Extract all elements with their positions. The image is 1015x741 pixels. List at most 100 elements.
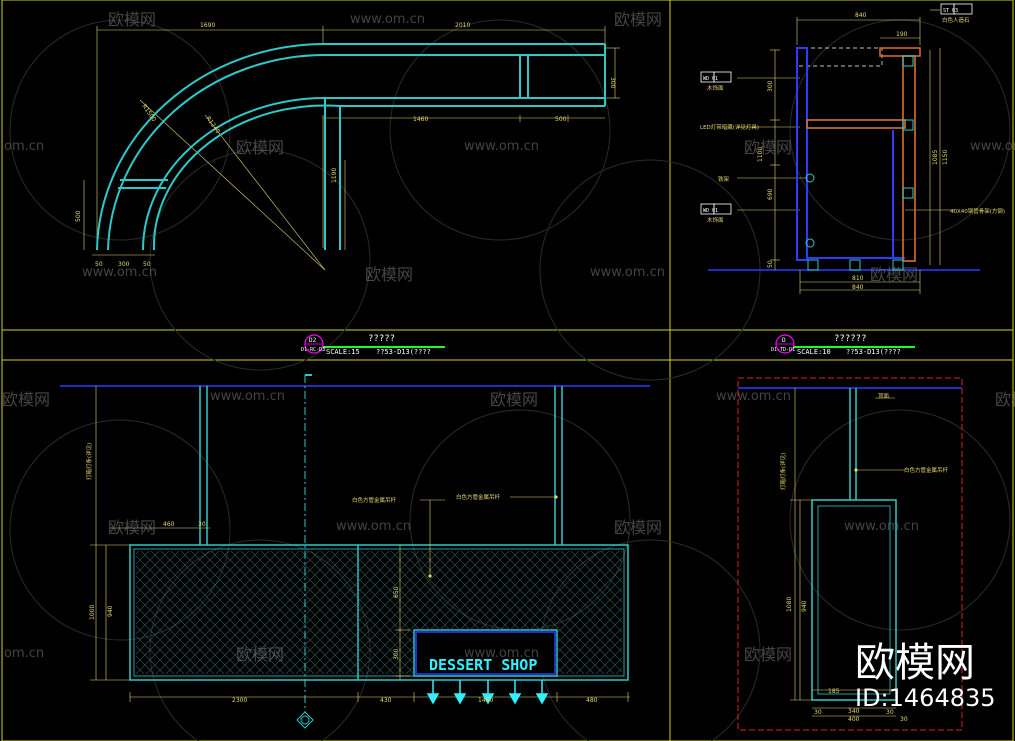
watermark-url: www.om.cn <box>590 265 665 280</box>
section-tag: D <box>782 337 786 344</box>
section-wd1-tag: WD 01 <box>703 76 718 82</box>
elevation-dim-top-2: 30 <box>198 521 206 528</box>
elevation-note-b: 白色方管金属吊杆 <box>456 493 501 501</box>
watermark-brand: 欧模网 <box>108 10 156 29</box>
elevation-dim-left-2: 940 <box>107 605 114 617</box>
section-st-tag: ST 03 <box>943 8 958 14</box>
section-led-note: LED灯带暗藏(详见灯具) <box>700 123 759 131</box>
plan-dim-vert: 1190 <box>331 168 338 183</box>
section-dim-top-1: 840 <box>855 12 867 19</box>
section-dim-bottom-1: 810 <box>852 275 864 282</box>
watermark-brand: 欧模网 <box>995 390 1015 409</box>
watermark-brand: 欧模网 <box>236 645 284 664</box>
plan-title-block: D2 D1-RC-D3 ????? SCALE:15 ??53-D13(???? <box>301 334 445 356</box>
plan-dim-mid-2: 500 <box>555 116 567 123</box>
section-tag-ref: D1-TD-D1 <box>771 347 795 353</box>
watermark-url: www.om.cn <box>716 389 791 404</box>
watermark-brand: 欧模网 <box>614 10 662 29</box>
plan-dim-bottom-2: 300 <box>118 261 130 268</box>
watermark-url-short: om.cn <box>4 139 44 154</box>
section-st-note: 白色人造石 <box>942 16 970 24</box>
plan-scale: SCALE:15 <box>326 348 360 356</box>
section-ref: ??53-D13(???? <box>846 348 901 356</box>
watermark-brand: 欧模网 <box>365 265 413 284</box>
watermark-url-short: om.cn <box>4 646 44 661</box>
watermark-url: www.om.cn <box>464 646 539 661</box>
watermark-url: www.om.cn <box>970 139 1015 154</box>
section-title-block: D D1-TD-D1 ?????? SCALE:10 ??53-D13(???? <box>771 334 915 356</box>
watermarks: 欧模网 欧模网 欧模网 欧模网 欧模网 欧模网 欧模网 欧模网 欧模网 欧模网 … <box>2 10 1015 712</box>
elevation-dim-bottom-1: 2300 <box>232 697 247 704</box>
detail-dim-bottom-2: 30 <box>814 709 822 716</box>
elevation-note-a: 白色方管金属吊杆 <box>352 496 397 504</box>
elevation-dim-bottom-4: 480 <box>586 697 598 704</box>
section-hw-note: 铁架 <box>718 175 730 183</box>
detail-dim-bottom-3: 400 <box>848 716 860 723</box>
section-dim-bottom-2: 840 <box>852 284 864 291</box>
detail-note: 白色方管金属吊杆 <box>904 466 949 474</box>
section-wd2-tag: WD 01 <box>703 208 718 214</box>
plan-dim-side: 500 <box>75 210 82 222</box>
section-dim-right-2: 1150 <box>942 150 949 165</box>
detail-dim-left-1: 1080 <box>786 597 793 612</box>
watermark-brand: 欧模网 <box>2 390 50 409</box>
watermark-url: www.om.cn <box>336 519 411 534</box>
section-scale: SCALE:10 <box>797 348 831 356</box>
detail-dim-bottom-1: 185 <box>828 688 840 695</box>
section-dim-left-4: 50 <box>767 260 774 268</box>
detail-note-left: 灯箱灯条(详见) <box>779 453 787 490</box>
section-dim-left-3: 690 <box>767 188 774 200</box>
watermark-brand: 欧模网 <box>490 390 538 409</box>
watermark-id: ID:1464835 <box>855 684 996 712</box>
plan-ref: ??53-D13(???? <box>376 348 431 356</box>
elevation-view: DESSERT SHOP 灯箱灯条(详见) 白色方管金属吊杆 白色方管金属吊杆 … <box>60 374 650 729</box>
plan-dim-bottom-3: 50 <box>143 261 151 268</box>
plan-radius-2: R1240 <box>204 115 221 135</box>
section-right-note: 40X40钢管骨架(方钢) <box>950 207 1005 215</box>
section-dim-right-1: 1085 <box>932 150 939 165</box>
elevation-dim-left-1: 1000 <box>89 605 96 620</box>
detail-dim-bottom-4: 30 <box>886 709 894 716</box>
elevation-dim-bottom-3: 1480 <box>478 697 493 704</box>
watermark-url: www.om.cn <box>82 265 157 280</box>
section-title: ?????? <box>834 334 867 344</box>
watermark-brand: 欧模网 <box>744 138 792 157</box>
section-view: WD 01 木饰面 WD 01 木饰面 ST 03 白色人造石 LED灯带暗藏(… <box>700 3 1005 294</box>
elevation-dim-bottom-2: 430 <box>380 697 392 704</box>
watermark-url: www.om.cn <box>210 389 285 404</box>
detail-dim-left-2: 940 <box>801 600 808 612</box>
section-wd1-note: 木饰面 <box>707 84 724 92</box>
light-arrows <box>426 680 549 705</box>
watermark-brand: 欧模网 <box>744 645 792 664</box>
plan-tag: D2 <box>309 337 317 344</box>
detail-dim-bottom-5: 340 <box>848 708 860 715</box>
elevation-dim-mid-2: 300 <box>393 648 400 660</box>
watermark-url: www.om.cn <box>844 519 919 534</box>
section-dim-top-2: 190 <box>896 31 908 38</box>
elevation-dim-mid-1: 650 <box>393 586 400 598</box>
plan-dim-mid-1: 1460 <box>413 116 428 123</box>
plan-tag-ref: D1-RC-D3 <box>301 347 325 353</box>
detail-dim-bottom-6: 30 <box>900 716 908 723</box>
dessert-shop-sign: DESSERT SHOP <box>429 656 537 674</box>
elevation-dim-top-1: 460 <box>163 521 175 528</box>
plan-dim-top-1: 1690 <box>200 22 215 29</box>
plan-title: ????? <box>368 334 395 344</box>
watermark-url: www.om.cn <box>350 12 425 27</box>
plan-dim-right: 300 <box>609 77 616 89</box>
watermark-big-brand: 欧模网 <box>855 640 975 686</box>
elevation-note-left: 灯箱灯条(详见) <box>85 443 93 480</box>
plan-dim-top-2: 2010 <box>455 22 470 29</box>
section-dim-left-2: 1100 <box>757 147 764 162</box>
section-wd2-note: 木饰面 <box>707 216 724 224</box>
watermark-brand: 欧模网 <box>236 138 284 157</box>
watermark-brand: 欧模网 <box>108 518 156 537</box>
section-dim-left-1: 300 <box>767 80 774 92</box>
watermark-brand: 欧模网 <box>614 518 662 537</box>
watermark-url: www.om.cn <box>464 139 539 154</box>
detail-view: 顶面 白色方管金属吊杆 灯箱灯条(详见) 1080 940 185 30 400… <box>737 377 963 731</box>
detail-ceiling: 顶面 <box>878 393 890 400</box>
plan-dim-bottom-1: 50 <box>95 261 103 268</box>
